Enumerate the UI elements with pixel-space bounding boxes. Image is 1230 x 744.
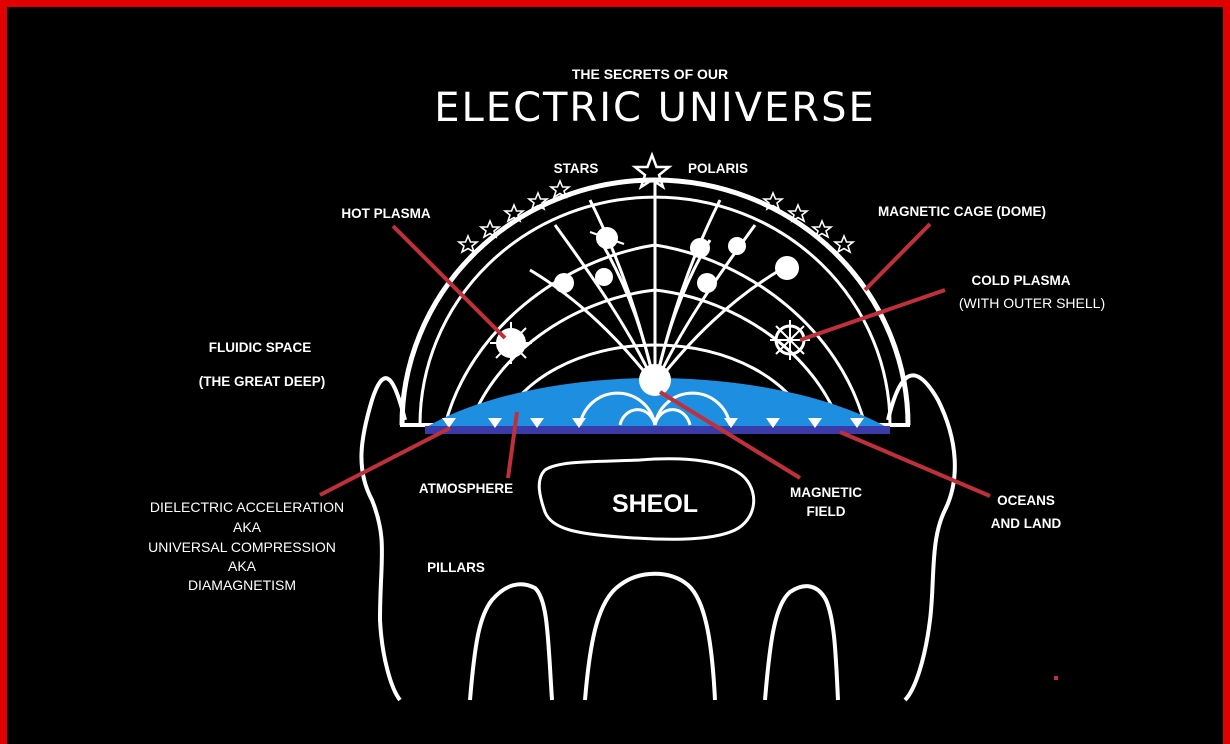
central-light — [639, 364, 671, 396]
red-dot — [1054, 676, 1058, 680]
magnetic-cage-label: MAGNETIC CAGE (DOME) — [878, 204, 1046, 219]
stars-label: STARS — [554, 161, 599, 176]
cold-plasma-sub-label: (WITH OUTER SHELL) — [959, 295, 1105, 311]
dielectric-label-line: AKA — [228, 558, 257, 574]
polaris-label: POLARIS — [688, 161, 748, 176]
title-main: ELECTRIC UNIVERSE — [434, 85, 876, 131]
hot-plasma-label: HOT PLASMA — [341, 206, 430, 221]
pillar-center — [585, 574, 715, 700]
magnetic-field-label-2: FIELD — [807, 504, 846, 519]
sheol-label: SHEOL — [612, 490, 698, 518]
oceans-label-2: AND LAND — [991, 516, 1062, 531]
dielectric-label-line: UNIVERSAL COMPRESSION — [148, 539, 336, 555]
title-top: THE SECRETS OF OUR — [572, 66, 728, 82]
dielectric-label-line: DIELECTRIC ACCELERATION — [150, 499, 344, 515]
oceans-label-1: OCEANS — [997, 493, 1055, 508]
fluidic-space-label: FLUIDIC SPACE — [209, 340, 312, 355]
dielectric-label-line: AKA — [233, 519, 262, 535]
star-icon — [459, 236, 477, 252]
cold-plasma-label: COLD PLASMA — [972, 273, 1071, 288]
pillar-right — [765, 586, 838, 700]
pillar-left — [470, 584, 552, 700]
magnetic-field-label-1: MAGNETIC — [790, 485, 862, 500]
pillars-label: PILLARS — [427, 560, 485, 575]
fluidic-space-sub-label: (THE GREAT DEEP) — [199, 374, 326, 389]
star-icon — [835, 236, 853, 252]
atmosphere-label: ATMOSPHERE — [419, 481, 513, 496]
dielectric-label-line: DIAMAGNETISM — [188, 577, 296, 593]
